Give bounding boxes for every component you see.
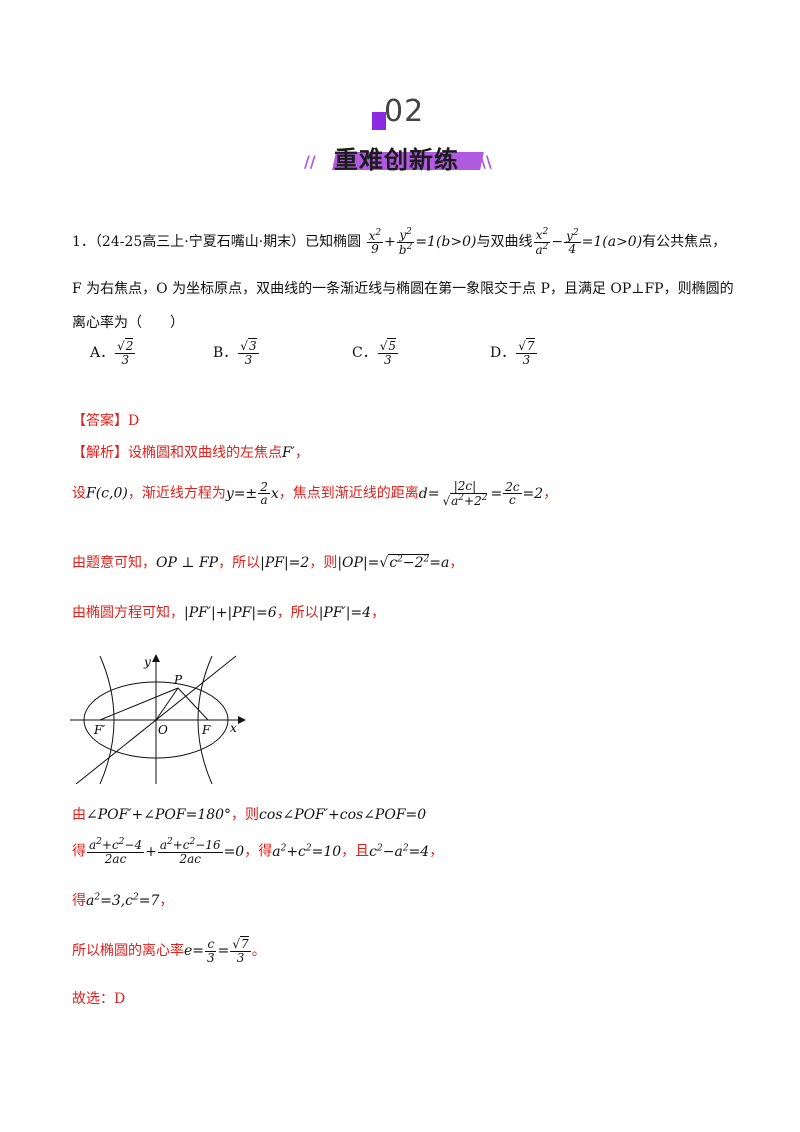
- option-a-label: A．: [90, 345, 115, 362]
- analysis-l3c: ，则: [309, 555, 338, 571]
- segment-f1-p: [99, 687, 179, 721]
- label-x: x: [230, 721, 237, 735]
- option-c-label: C．: [352, 345, 377, 362]
- analysis-l4b: ，所以: [276, 605, 319, 621]
- question-line-3: 离心率为（ ）: [72, 315, 184, 331]
- hyperbola-right-branch: [197, 655, 213, 784]
- analysis-l6b: ，得: [244, 843, 273, 860]
- analysis-line-5: 由∠POF′+∠POF=180°，则cos∠POF′+cos∠POF=0: [72, 807, 427, 823]
- question-after-ellipse: 与双曲线: [476, 234, 533, 251]
- analysis-l2c: ，焦点到渐近线的距离: [278, 485, 419, 502]
- title-slash-left: //: [304, 152, 316, 171]
- ellipse-hyperbola-figure: y x P F′ O F: [70, 654, 246, 784]
- option-c-rad: 5: [387, 338, 397, 353]
- analysis-l8a: 所以椭圆的离心率: [72, 943, 184, 960]
- section-title: 重难创新练: [322, 138, 484, 174]
- analysis-final: 故选：D: [72, 991, 126, 1007]
- label-p: P: [173, 673, 183, 687]
- option-c-den: 3: [384, 352, 392, 367]
- analysis-l3b: ，所以: [218, 555, 261, 571]
- analysis-l2b: ，渐近线方程为: [127, 485, 226, 502]
- question-line-2: F 为右焦点，O 为坐标原点，双曲线的一条渐近线与椭圆在第一象限交于点 P，且满…: [72, 281, 734, 297]
- title-slash-right: \\: [480, 152, 492, 171]
- segment-o-p: [155, 687, 179, 721]
- answer-value: D: [128, 413, 140, 429]
- section-number-bar: [372, 112, 386, 130]
- analysis-l6a: 得: [72, 843, 86, 860]
- option-b-rad: 3: [247, 338, 257, 353]
- analysis-line-7: 得a2=3,c2=7，: [72, 892, 174, 909]
- analysis-l6c: ，且: [341, 843, 370, 860]
- label-f: F: [201, 723, 211, 737]
- segment-p-f: [177, 687, 209, 721]
- question-source: （24-25高三上·宁夏石嘴山·期末）已知椭圆: [94, 234, 362, 251]
- label-y: y: [143, 655, 151, 669]
- question-number: 1．: [72, 234, 95, 251]
- answer-tag: 【答案】: [72, 413, 128, 429]
- analysis-l5b: ，则: [231, 807, 260, 823]
- analysis-l7a: 得: [72, 893, 86, 909]
- analysis-l4a: 由椭圆方程可知，: [72, 605, 184, 621]
- option-a-den: 3: [121, 352, 130, 367]
- option-d-den: 3: [522, 352, 531, 367]
- x-axis-arrow: [238, 716, 246, 724]
- analysis-l5a: 由: [72, 807, 86, 823]
- option-b-den: 3: [244, 352, 253, 367]
- option-b-label: B．: [213, 345, 238, 362]
- option-a-rad: 2: [124, 338, 134, 353]
- analysis-line-4: 由椭圆方程可知，|PF′|+|PF|=6，所以|PF′|=4，: [72, 605, 386, 621]
- analysis-l2a: 设: [72, 485, 86, 502]
- ellipse-curve: [83, 681, 229, 759]
- analysis-l3a: 由题意可知，: [72, 555, 156, 571]
- hyperbola-left-branch: [99, 655, 115, 784]
- y-axis-arrow: [152, 654, 160, 662]
- label-o: O: [158, 723, 168, 737]
- answer-line: 【答案】D: [72, 410, 139, 430]
- analysis-line-1: 【解析】设椭圆和双曲线的左焦点F′，: [72, 445, 309, 461]
- analysis-l1: 设椭圆和双曲线的左焦点: [128, 445, 282, 461]
- analysis-line-3: 由题意可知，OP ⊥ FP，所以|PF|=2，则|OP|=√c2−22=a，: [72, 554, 464, 571]
- analysis-tag: 【解析】: [72, 445, 128, 461]
- section-number-text: 02: [384, 94, 425, 129]
- option-d-rad: 7: [525, 338, 535, 353]
- section-number: 02: [372, 94, 432, 132]
- question-after-hyperbola: 有公共焦点，: [642, 234, 727, 251]
- option-d-label: D．: [490, 345, 516, 362]
- label-f-prime: F′: [93, 723, 105, 737]
- section-title-text: 重难创新练: [334, 146, 459, 174]
